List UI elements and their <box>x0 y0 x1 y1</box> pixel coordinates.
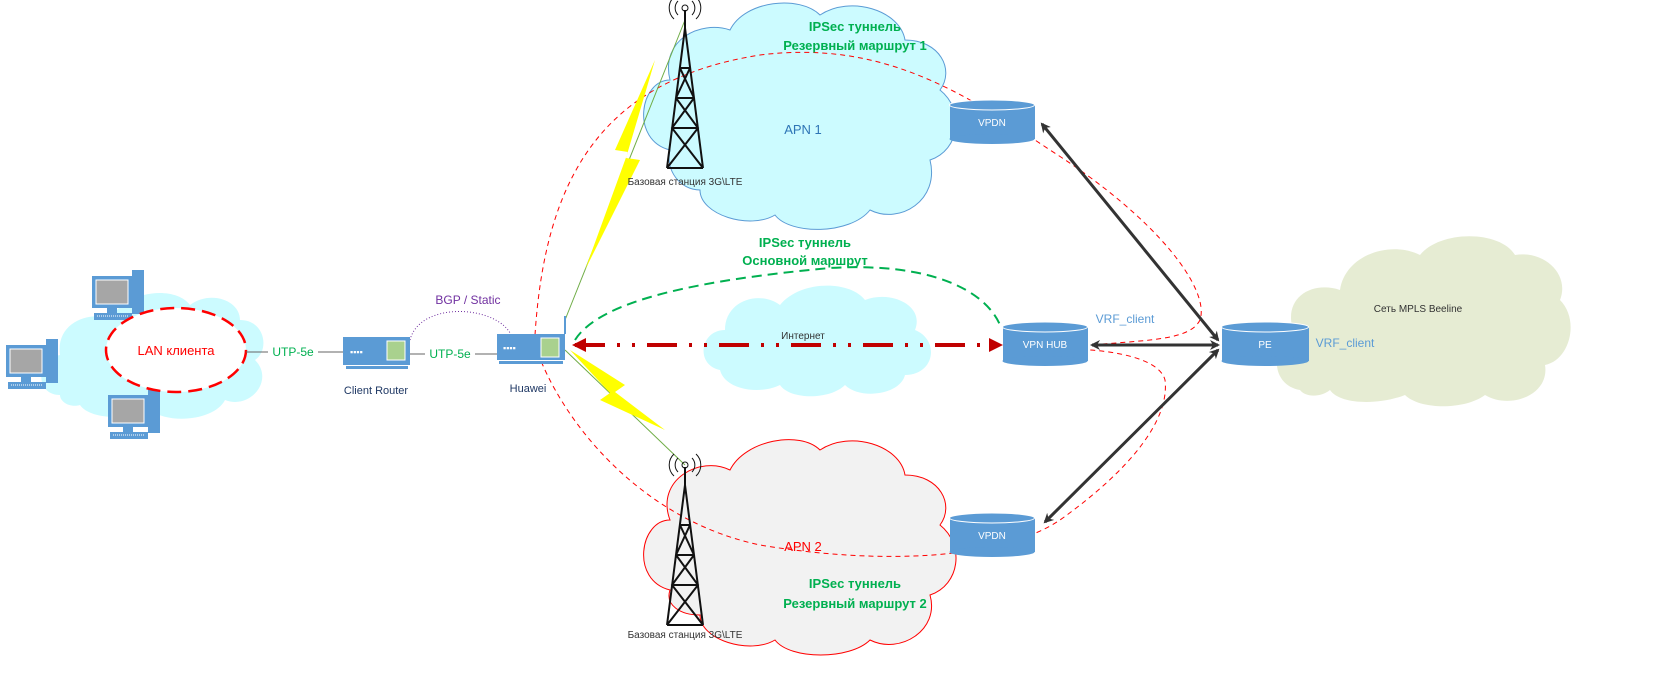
apn1-cloud <box>643 2 957 230</box>
tunnel-main-route: Основной маршрут <box>742 253 868 268</box>
client-router-label: Client Router <box>344 385 409 397</box>
tunnel-backup1-route: Резервный маршрут 1 <box>783 38 926 53</box>
svg-text:▪▪▪▪: ▪▪▪▪ <box>503 343 516 353</box>
base-station-bottom-label: Базовая станция 3G\LTE <box>628 630 743 641</box>
lan-ellipse <box>104 306 248 394</box>
tunnel-backup2-title: IPSec туннель <box>809 576 901 591</box>
vpn-hub-label: VPN HUB <box>1023 340 1068 351</box>
lightning-bottom-icon <box>570 350 665 430</box>
utp-label-2: UTP-5e <box>429 347 471 361</box>
base-station-top-label: Базовая станция 3G\LTE <box>628 177 743 188</box>
vpdn-top-node[interactable]: VPDN <box>949 99 1036 144</box>
apn1-label: APN 1 <box>784 122 822 137</box>
huawei-device[interactable]: ▪▪▪▪ <box>497 316 566 364</box>
main-tunnel-path <box>574 266 1001 341</box>
tunnel-backup1-title: IPSec туннель <box>809 19 901 34</box>
vrf-hub-label: VRF_client <box>1096 312 1155 326</box>
vpdn-bottom-pe-link <box>1043 348 1220 524</box>
vpdn-bottom-node[interactable]: VPDN <box>949 512 1036 557</box>
vrf-pe-label: VRF_client <box>1316 336 1375 350</box>
utp-label-1: UTP-5e <box>272 345 314 359</box>
pc-icon <box>5 338 59 390</box>
mpls-label: Сеть MPLS Beeline <box>1374 304 1463 315</box>
vpn-hub-node[interactable]: VPN HUB <box>1002 321 1089 366</box>
svg-text:▪▪▪▪: ▪▪▪▪ <box>350 347 363 357</box>
pe-label: PE <box>1258 340 1272 351</box>
pc-icon <box>107 388 161 440</box>
tunnel-backup2-route: Резервный маршрут 2 <box>783 596 926 611</box>
bgp-session-path <box>409 311 513 341</box>
vpdn-bottom-label: VPDN <box>978 531 1006 542</box>
tunnel-main-title: IPSec туннель <box>759 235 851 250</box>
bgp-label: BGP / Static <box>435 293 500 307</box>
vpdn-top-pe-link <box>1040 122 1220 342</box>
apn2-label: APN 2 <box>784 539 822 554</box>
lightning-top-icon <box>585 60 655 270</box>
lan-label: LAN клиента <box>137 343 215 358</box>
client-router-device[interactable]: ▪▪▪▪ <box>343 337 410 369</box>
pe-node[interactable]: PE <box>1221 321 1310 366</box>
internet-label: Интернет <box>781 331 825 342</box>
vpdn-top-label: VPDN <box>978 118 1006 129</box>
mpls-cloud <box>1276 236 1571 407</box>
huawei-label: Huawei <box>510 383 547 395</box>
